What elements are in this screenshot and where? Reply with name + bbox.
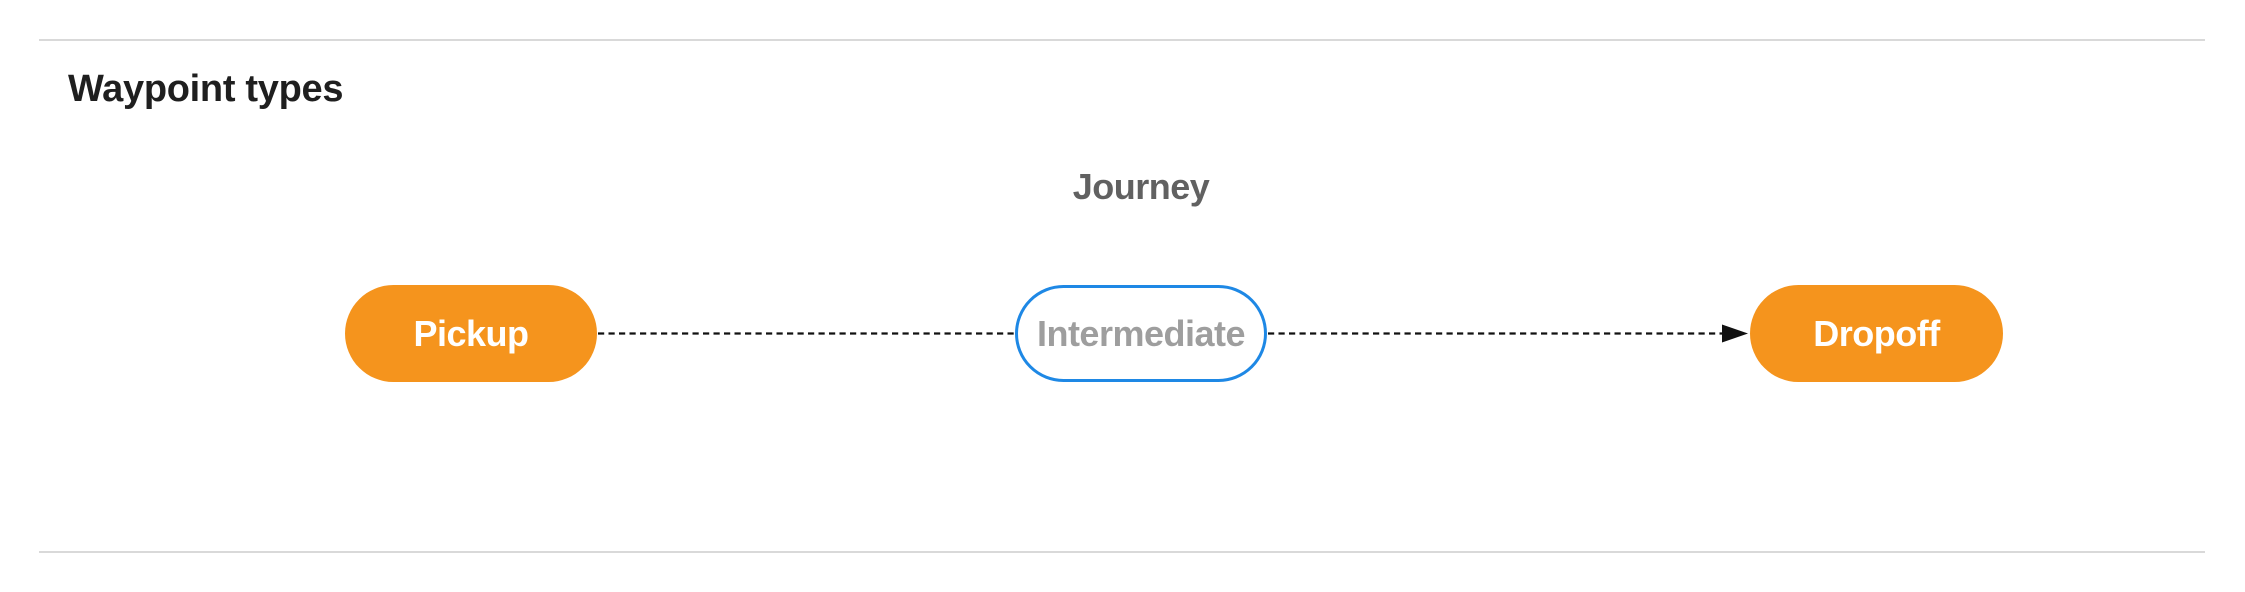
bottom-divider	[39, 551, 2205, 553]
top-divider	[39, 39, 2205, 41]
node-dropoff-label: Dropoff	[1813, 312, 1940, 354]
node-dropoff: Dropoff	[1750, 285, 2003, 382]
node-intermediate-label: Intermediate	[1036, 312, 1246, 354]
arrowhead-icon	[1722, 324, 1748, 343]
section-heading: Waypoint types	[68, 68, 344, 110]
node-intermediate: Intermediate	[1015, 285, 1267, 382]
node-pickup-label: Pickup	[413, 312, 529, 354]
graph-title: Journey	[1072, 166, 1210, 207]
node-pickup: Pickup	[345, 285, 597, 382]
